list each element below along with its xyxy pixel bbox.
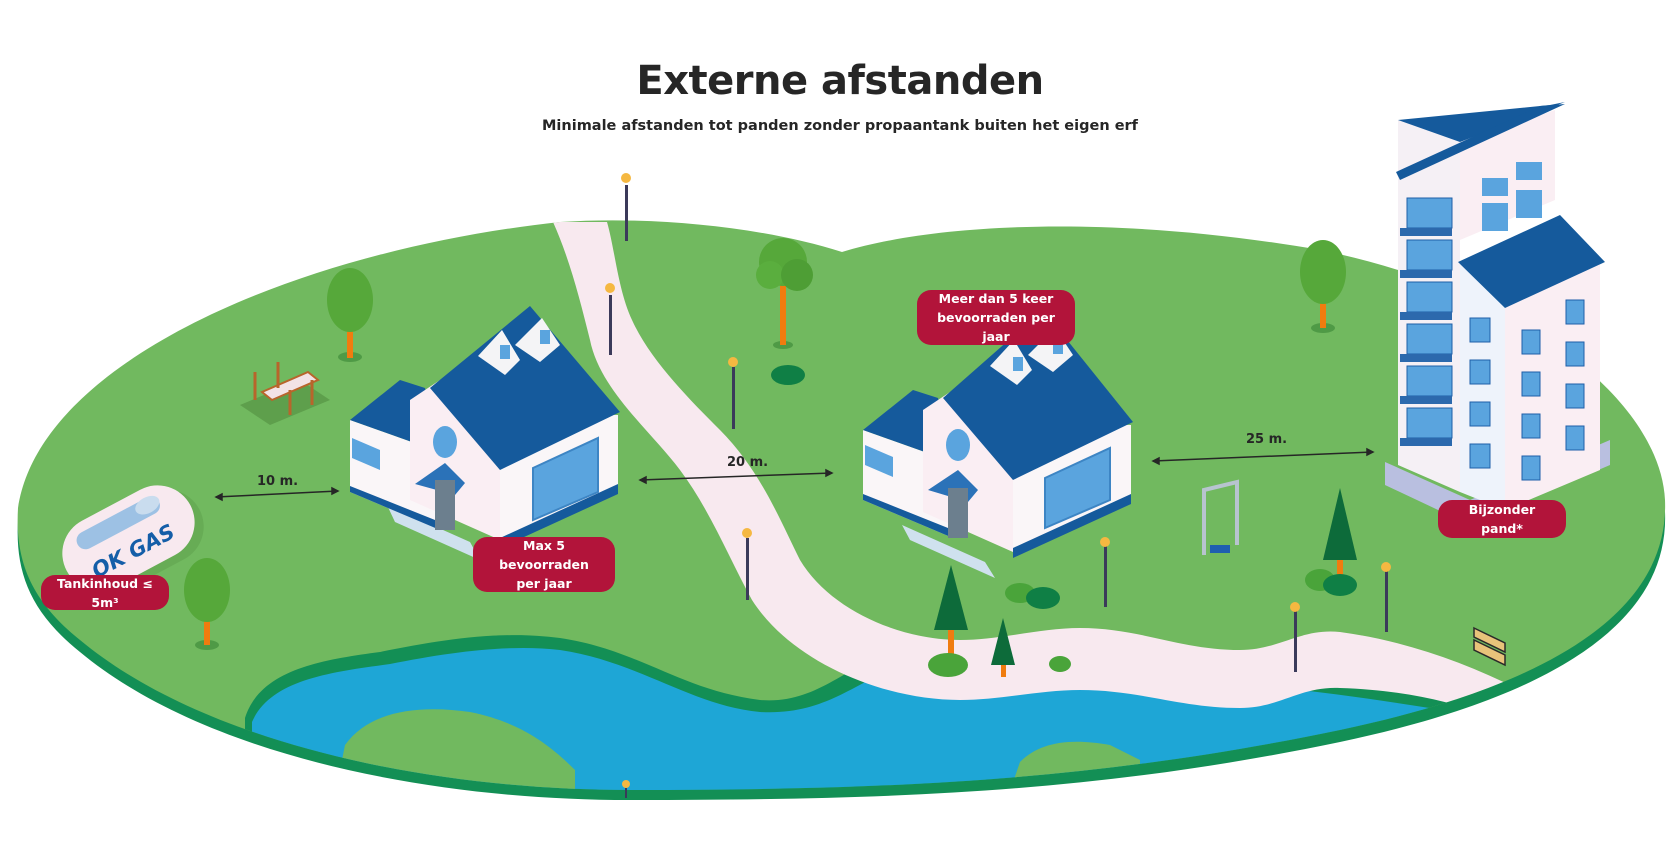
distance-label-25m: 25 m.	[1246, 432, 1288, 447]
tank-capacity-badge: Tankinhoud ≤ 5m³	[41, 575, 169, 610]
lamp-post-icon	[605, 173, 1391, 798]
special-building	[1385, 102, 1610, 525]
distance-arrow-25m	[1151, 447, 1375, 466]
bush-icon	[1049, 656, 1071, 672]
tree-icon	[1300, 240, 1346, 333]
distance-label-10m: 10 m.	[257, 474, 299, 489]
house-1-supply-badge: Max 5 bevoorraden per jaar	[473, 537, 615, 592]
picnic-table-icon	[240, 362, 330, 425]
bench-icon	[1473, 626, 1506, 667]
swing-icon	[1202, 479, 1239, 555]
distance-arrow-20m	[638, 468, 834, 485]
page-subtitle: Minimale afstanden tot panden zonder pro…	[542, 118, 1138, 134]
bush-icon	[1026, 587, 1060, 609]
footpath	[553, 222, 1520, 720]
tree-icon	[327, 268, 373, 362]
conifer-tree-icon	[1305, 488, 1357, 596]
bush-icon	[771, 365, 805, 385]
tree-icon	[184, 558, 230, 650]
bushy-tree-icon	[756, 238, 813, 349]
house-2	[863, 310, 1133, 578]
house-1	[350, 306, 620, 560]
special-building-badge: Bijzonder pand*	[1438, 500, 1566, 538]
distance-arrow-10m	[214, 486, 340, 502]
conifer-tree-icon	[991, 618, 1015, 677]
house-2-supply-badge: Meer dan 5 keer bevoorraden per jaar	[917, 290, 1075, 345]
page-title: Externe afstanden	[636, 58, 1044, 104]
distance-label-20m: 20 m.	[727, 455, 769, 470]
conifer-tree-icon	[928, 565, 968, 677]
river-inner-island	[330, 709, 575, 790]
